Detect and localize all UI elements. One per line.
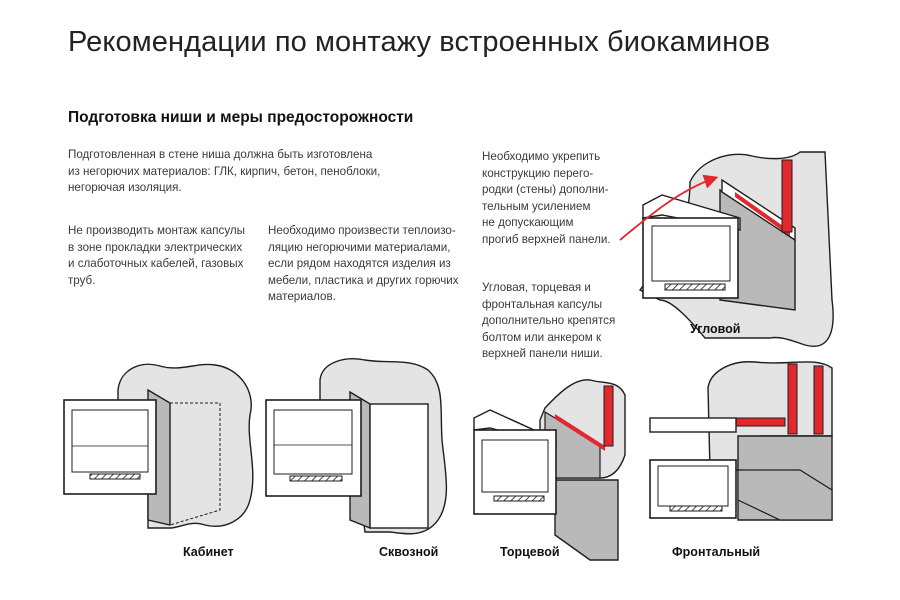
materials-note: Подготовленная в стене ниша должна быть … — [68, 148, 381, 194]
label-corner: Угловой — [690, 322, 741, 336]
fixing-note: Угловая, торцевая и фронтальная капсулы … — [482, 281, 616, 360]
label-end: Торцевой — [500, 545, 560, 559]
corner-fireplace-illustration — [619, 151, 834, 347]
cabinet-capsule-body — [63, 399, 157, 495]
label-front: Фронтальный — [672, 545, 761, 559]
reinforcement-red-vertical — [603, 385, 614, 447]
reinforcement-red-horizontal — [734, 417, 786, 427]
front-wall-top — [737, 469, 833, 521]
reinforcement-red-vertical-left — [787, 363, 798, 435]
page-title: Рекомендации по монтажу встроенных биока… — [68, 26, 771, 58]
wiring-warning: Не производить монтаж капсулы в зоне про… — [68, 224, 245, 287]
end-burner — [493, 495, 545, 502]
niche-back — [369, 403, 429, 529]
corner-burner — [664, 283, 726, 291]
corner-capsule-glass — [651, 225, 731, 282]
reinforcement-red-diagonal — [555, 414, 605, 451]
niche-outline — [169, 402, 221, 526]
front-fireplace-illustration — [649, 361, 833, 521]
cabinet-fireplace-illustration — [63, 363, 254, 529]
end-capsule-glass — [481, 439, 549, 493]
reinforcement-note: Необходимо укрепить конструкцию перего- … — [482, 150, 611, 246]
through-capsule-body — [265, 399, 362, 497]
front-burner — [669, 505, 723, 512]
label-through: Сквозной — [379, 545, 439, 559]
through-burner — [289, 475, 343, 482]
end-fireplace-illustration — [473, 379, 626, 561]
reinforcement-red-diagonal — [735, 192, 790, 236]
label-cabinet: Кабинет — [183, 545, 234, 559]
reinforcement-arrow — [619, 174, 719, 241]
reinforcement-red-vertical-right — [813, 365, 824, 435]
reinforcement-red-vertical — [781, 159, 793, 233]
cabinet-capsule-glass — [71, 409, 149, 473]
insulation-note: Необходимо произвести теплоизо- ляцию не… — [268, 224, 459, 303]
through-capsule-glass — [273, 409, 353, 475]
through-fireplace-illustration — [265, 358, 448, 535]
section-title: Подготовка ниши и меры предосторожности — [68, 109, 414, 126]
cabinet-burner — [89, 473, 141, 480]
front-capsule-top — [649, 417, 737, 433]
end-wall-front — [554, 479, 619, 561]
